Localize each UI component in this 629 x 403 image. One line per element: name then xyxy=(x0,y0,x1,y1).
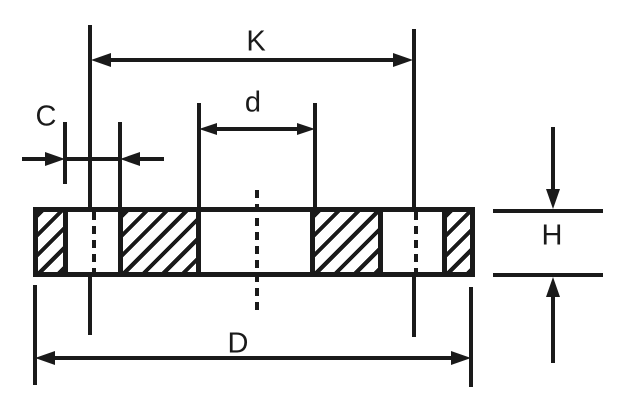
dim-C-arrowhead-right-icon xyxy=(120,152,140,166)
dim-H-reference-line-bottom xyxy=(493,273,603,277)
dim-H-arrowhead-down-icon xyxy=(546,189,560,209)
dim-d-arrowhead-right-icon xyxy=(297,123,315,135)
bolt-centerline-right-lower xyxy=(412,277,416,337)
dim-D-extension-right xyxy=(469,287,473,387)
bolt-hole-centerline-left-dashed xyxy=(92,212,96,272)
dim-C-extension-left xyxy=(63,122,67,184)
section-divider xyxy=(310,212,315,272)
dim-D-arrowhead-left-icon xyxy=(35,351,55,365)
dim-d-arrowhead-left-icon xyxy=(199,123,217,135)
dim-D-extension-left xyxy=(33,285,37,385)
dim-d-line xyxy=(213,127,301,131)
dim-K-line xyxy=(106,58,398,62)
bolt-centerline-left-lower xyxy=(88,277,92,335)
dim-H-label: H xyxy=(541,219,563,252)
flange-axis-centerline-dashed xyxy=(255,190,259,315)
dim-C-label: C xyxy=(35,100,57,133)
bolt-centerline-right-upper xyxy=(412,29,416,207)
dim-C-arrowhead-left-icon xyxy=(45,152,65,166)
dim-D-arrowhead-right-icon xyxy=(451,351,471,365)
dim-d-label: d xyxy=(244,86,262,119)
section-divider xyxy=(442,212,447,272)
dim-K-arrowhead-left-icon xyxy=(91,53,111,67)
bolt-centerline-left-upper xyxy=(88,25,92,207)
dim-H-leader-top xyxy=(551,127,555,191)
dim-C-leader-left xyxy=(22,157,48,161)
dim-d-extension-left xyxy=(197,103,201,207)
dim-C-leader-right xyxy=(138,157,164,161)
dim-C-line xyxy=(65,157,120,161)
hatch-section-right xyxy=(315,212,378,272)
hatch-section-outer-left xyxy=(38,212,63,272)
dim-d-extension-right xyxy=(313,103,317,207)
section-divider xyxy=(378,212,383,272)
dim-H-reference-line-top xyxy=(493,209,603,213)
dim-H-arrowhead-up-icon xyxy=(546,277,560,297)
dim-H-leader-bottom xyxy=(551,295,555,363)
section-divider xyxy=(63,212,68,272)
section-divider xyxy=(196,212,201,272)
hatch-section-outer-right xyxy=(447,212,470,272)
dim-K-label: K xyxy=(246,25,266,58)
section-divider xyxy=(118,212,123,272)
hatch-section-left xyxy=(123,212,196,272)
bolt-hole-centerline-right-dashed xyxy=(414,212,418,272)
dim-D-line xyxy=(52,356,454,360)
dim-K-arrowhead-right-icon xyxy=(393,53,413,67)
flange-body xyxy=(33,207,475,277)
dim-D-label: D xyxy=(227,327,249,360)
